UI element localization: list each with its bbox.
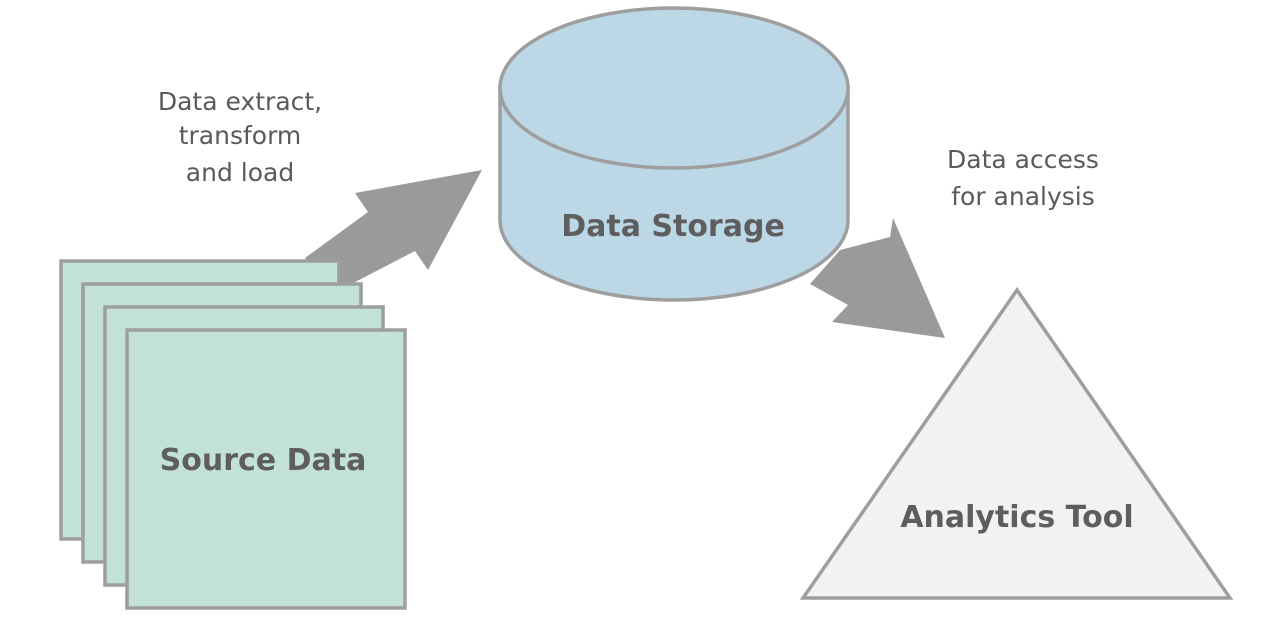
data-storage-label: Data Storage: [561, 209, 785, 244]
cylinder-top: [498, 6, 850, 170]
access-edge-label: Data access for analysis: [947, 145, 1099, 211]
access-label-line-2: for analysis: [951, 182, 1095, 211]
etl-label-line-2: transform: [179, 121, 302, 150]
etl-arrow: [305, 170, 482, 295]
analytics-tool-triangle: [799, 286, 1234, 600]
access-label-line-1: Data access: [947, 145, 1099, 174]
etl-edge-label: Data extract, transform and load: [158, 87, 322, 187]
analytics-tool-label: Analytics Tool: [900, 500, 1133, 535]
source-data-stack: [59, 259, 407, 610]
source-sheet-4: [125, 328, 407, 610]
etl-label-line-1: Data extract,: [158, 87, 322, 116]
etl-label-line-3: and load: [186, 158, 294, 187]
data-storage-cylinder: [498, 6, 850, 302]
access-arrow: [810, 218, 945, 338]
source-data-label: Source Data: [160, 443, 367, 478]
